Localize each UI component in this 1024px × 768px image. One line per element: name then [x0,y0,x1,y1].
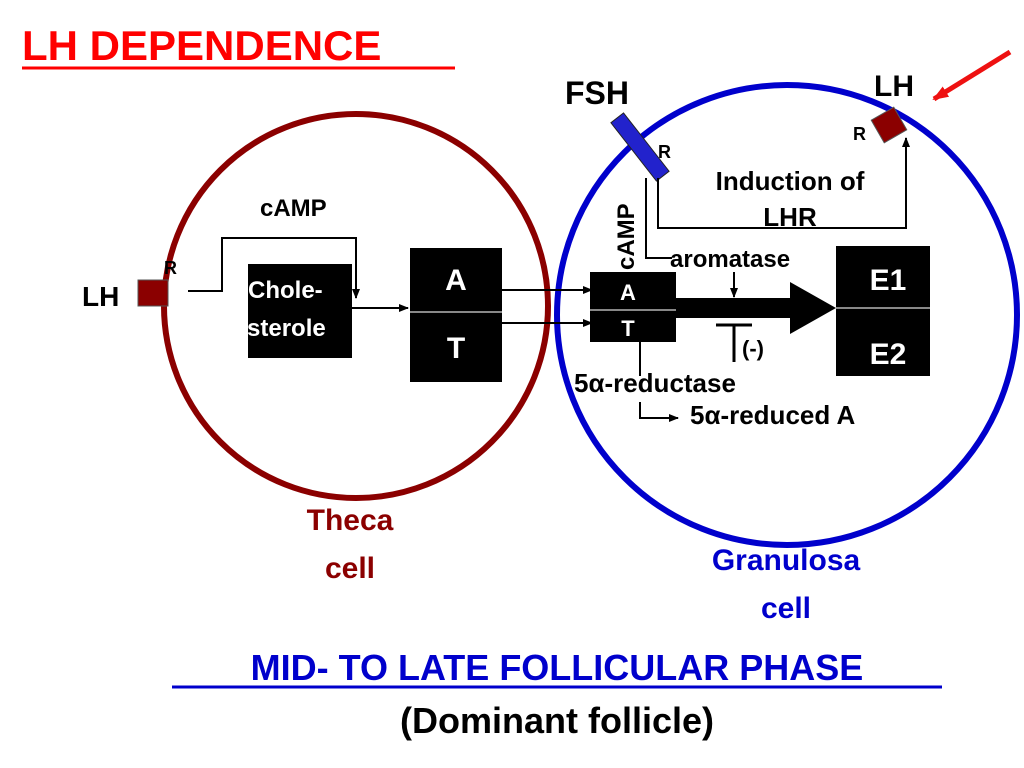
cholesterol-box [248,264,352,358]
cholesterol-label-line1: Chole- [248,277,323,304]
theca-box-t-label: T [447,332,465,365]
reduced-androgen-label: 5α-reduced A [690,400,856,430]
theca-box-a-label: A [445,264,467,297]
fsh-label: FSH [565,75,629,111]
theca-lh-label: LH [82,281,119,312]
granulosa-cell-label-line1: Granulosa [712,544,861,577]
theca-receptor-label: R [164,258,177,278]
phase-subtitle-note: (Dominant follicle) [400,700,714,741]
page-title: LH DEPENDENCE [22,22,381,69]
granulosa-lh-receptor [870,106,908,144]
fsh-receptor [610,112,670,182]
granulosa-cell-circle [554,82,1020,548]
cholesterol-label-line2: sterole [247,315,326,342]
aromatase-pathway-line [645,178,672,259]
aromatase-label: aromatase [670,246,790,273]
induction-label-line2: LHR [763,202,817,232]
granulosa-cell-label-line2: cell [761,592,811,625]
granulosa-box-a-label: A [620,280,636,305]
fsh-receptor-label: R [658,142,671,162]
inhibition-label: (-) [742,336,764,361]
phase-subtitle: MID- TO LATE FOLLICULAR PHASE [251,647,864,688]
granulosa-lh-receptor-label: R [853,124,866,144]
induction-pathway-line [657,137,910,229]
theca-camp-pathway [188,237,360,299]
theca-androgen-box [410,248,502,382]
granulosa-lh-label: LH [874,70,914,103]
aromatization-arrow [676,282,836,334]
granulosa-box-t-label: T [621,316,635,341]
granulosa-camp-label: cAMP [613,203,640,270]
estrogen-box [836,246,930,376]
e2-label: E2 [870,338,907,371]
reduced-androgen-arrow [639,402,679,422]
theca-camp-label: cAMP [260,195,327,222]
lh-pointer-arrow [932,49,1012,102]
theca-cell-label-line2: cell [325,552,375,585]
theca-cell-label-line1: Theca [307,504,394,537]
granulosa-androgen-box [590,272,676,342]
reductase-label: 5α-reductase [574,368,736,398]
e1-label: E1 [870,264,907,297]
theca-lh-receptor [137,279,169,307]
induction-label-line1: Induction of [716,166,865,196]
